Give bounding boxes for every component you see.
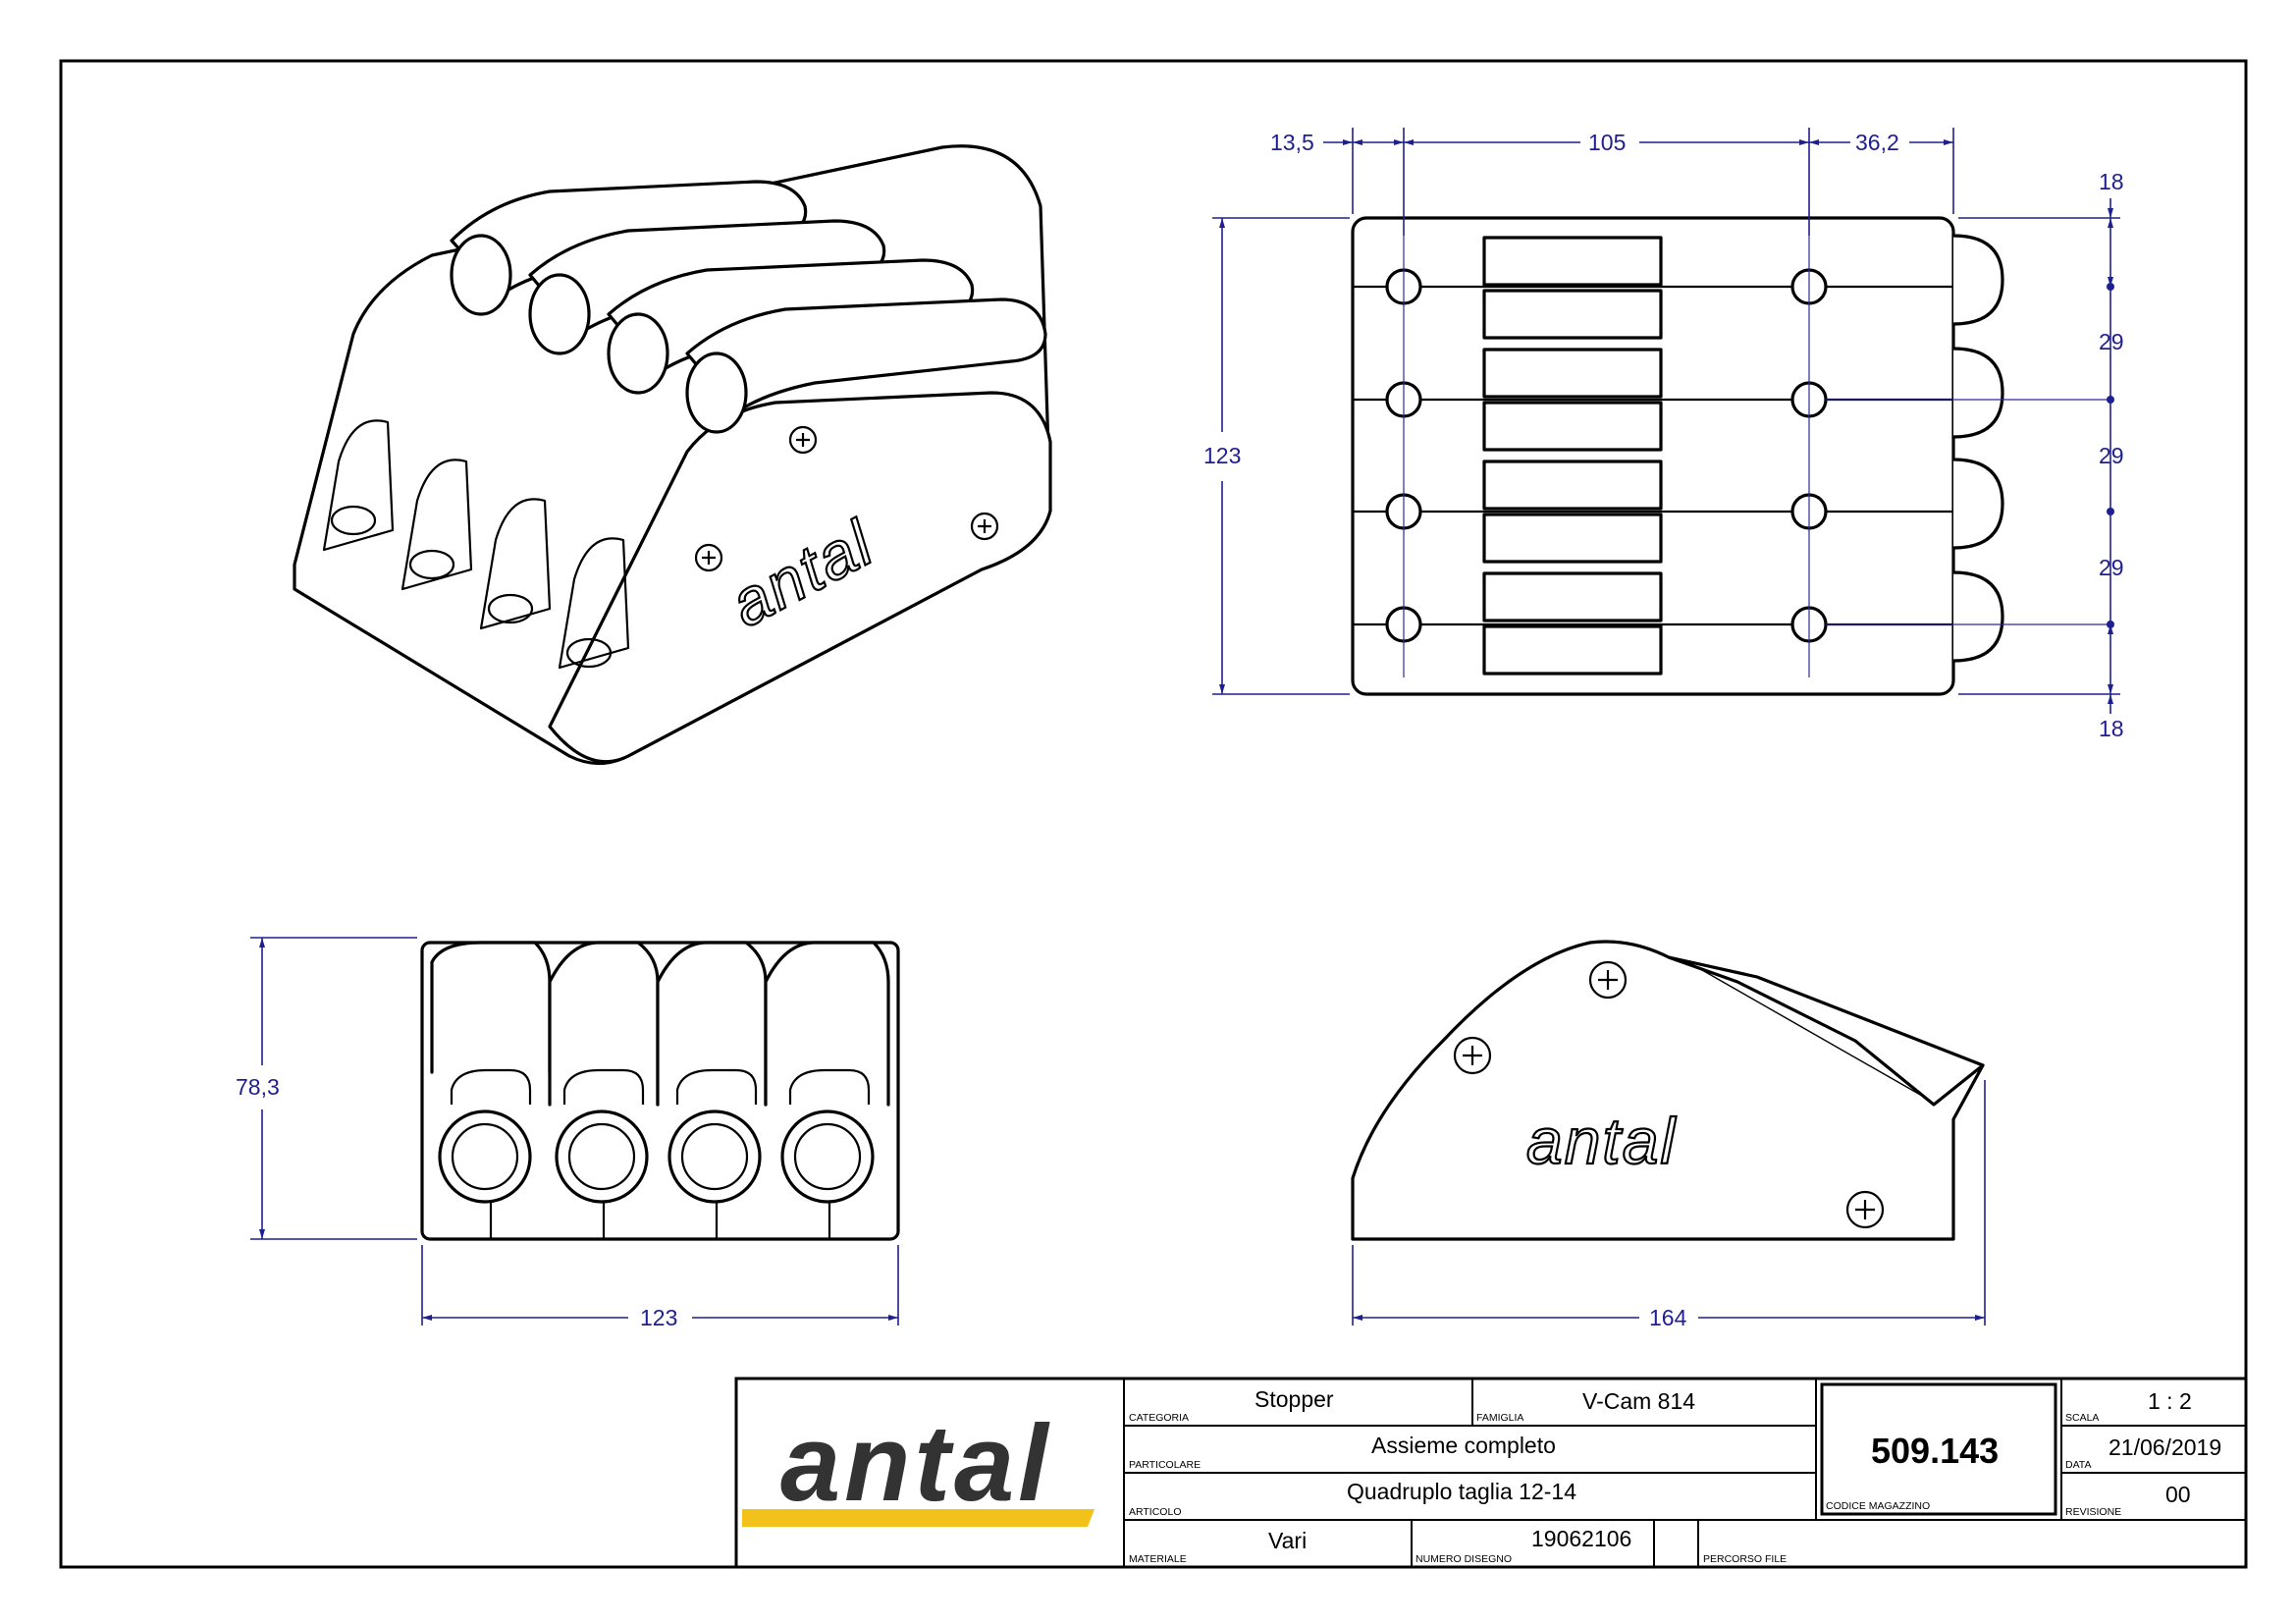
isometric-view: antal — [293, 144, 1052, 766]
value-scala: 1 : 2 — [2148, 1388, 2192, 1414]
front-view — [420, 941, 900, 1241]
label-famiglia: FAMIGLIA — [1476, 1412, 1523, 1424]
value-categoria: Stopper — [1255, 1386, 1334, 1412]
label-particolare: PARTICOLARE — [1129, 1459, 1201, 1471]
front-view-dimensions: 78,3 123 — [236, 937, 899, 1330]
dim-18-bottom: 18 — [2099, 716, 2124, 741]
dim-123-top: 123 — [1203, 443, 1241, 468]
label-numero-disegno: NUMERO DISEGNO — [1415, 1553, 1512, 1565]
top-view — [1351, 216, 2110, 696]
dim-29-c: 29 — [2099, 555, 2124, 580]
dim-13-5: 13,5 — [1270, 130, 1314, 155]
dim-36-2: 36,2 — [1855, 130, 1899, 155]
dim-123-front: 123 — [640, 1305, 677, 1330]
value-materiale: Vari — [1268, 1528, 1307, 1553]
logo-stripe — [742, 1509, 1095, 1527]
dim-18-top: 18 — [2099, 169, 2124, 194]
label-percorso-file: PERCORSO FILE — [1703, 1553, 1787, 1565]
dim-78-3: 78,3 — [236, 1074, 280, 1100]
value-articolo: Quadruplo taglia 12-14 — [1347, 1479, 1576, 1504]
value-revisione: 00 — [2165, 1482, 2191, 1507]
label-data: DATA — [2065, 1459, 2091, 1471]
value-famiglia: V-Cam 814 — [1582, 1388, 1695, 1414]
label-articolo: ARTICOLO — [1129, 1506, 1181, 1518]
value-data: 21/06/2019 — [2109, 1434, 2221, 1460]
label-categoria: CATEGORIA — [1129, 1412, 1189, 1424]
label-codice-magazzino: CODICE MAGAZZINO — [1826, 1500, 1930, 1512]
label-revisione: REVISIONE — [2065, 1506, 2121, 1518]
value-codice-magazzino: 509.143 — [1871, 1431, 1999, 1471]
title-block: antal CATEGORIA Stopper FAMIGLIA V-Cam 8… — [734, 1377, 2248, 1569]
label-materiale: MATERIALE — [1129, 1553, 1187, 1565]
side-view-dimensions: 164 — [1352, 1080, 1986, 1330]
dim-29-a: 29 — [2099, 329, 2124, 354]
title-block-logo: antal — [780, 1403, 1052, 1524]
top-view-dimensions: 13,5 105 36,2 123 18 29 29 29 18 — [1203, 128, 2124, 741]
dim-164: 164 — [1649, 1305, 1687, 1330]
side-view: antal — [1351, 940, 1985, 1241]
value-numero-disegno: 19062106 — [1531, 1526, 1631, 1551]
dim-29-b: 29 — [2099, 443, 2124, 468]
dim-105: 105 — [1588, 130, 1626, 155]
side-view-logo: antal — [1526, 1105, 1677, 1177]
value-particolare: Assieme completo — [1371, 1433, 1556, 1458]
label-scala: SCALA — [2065, 1412, 2099, 1424]
